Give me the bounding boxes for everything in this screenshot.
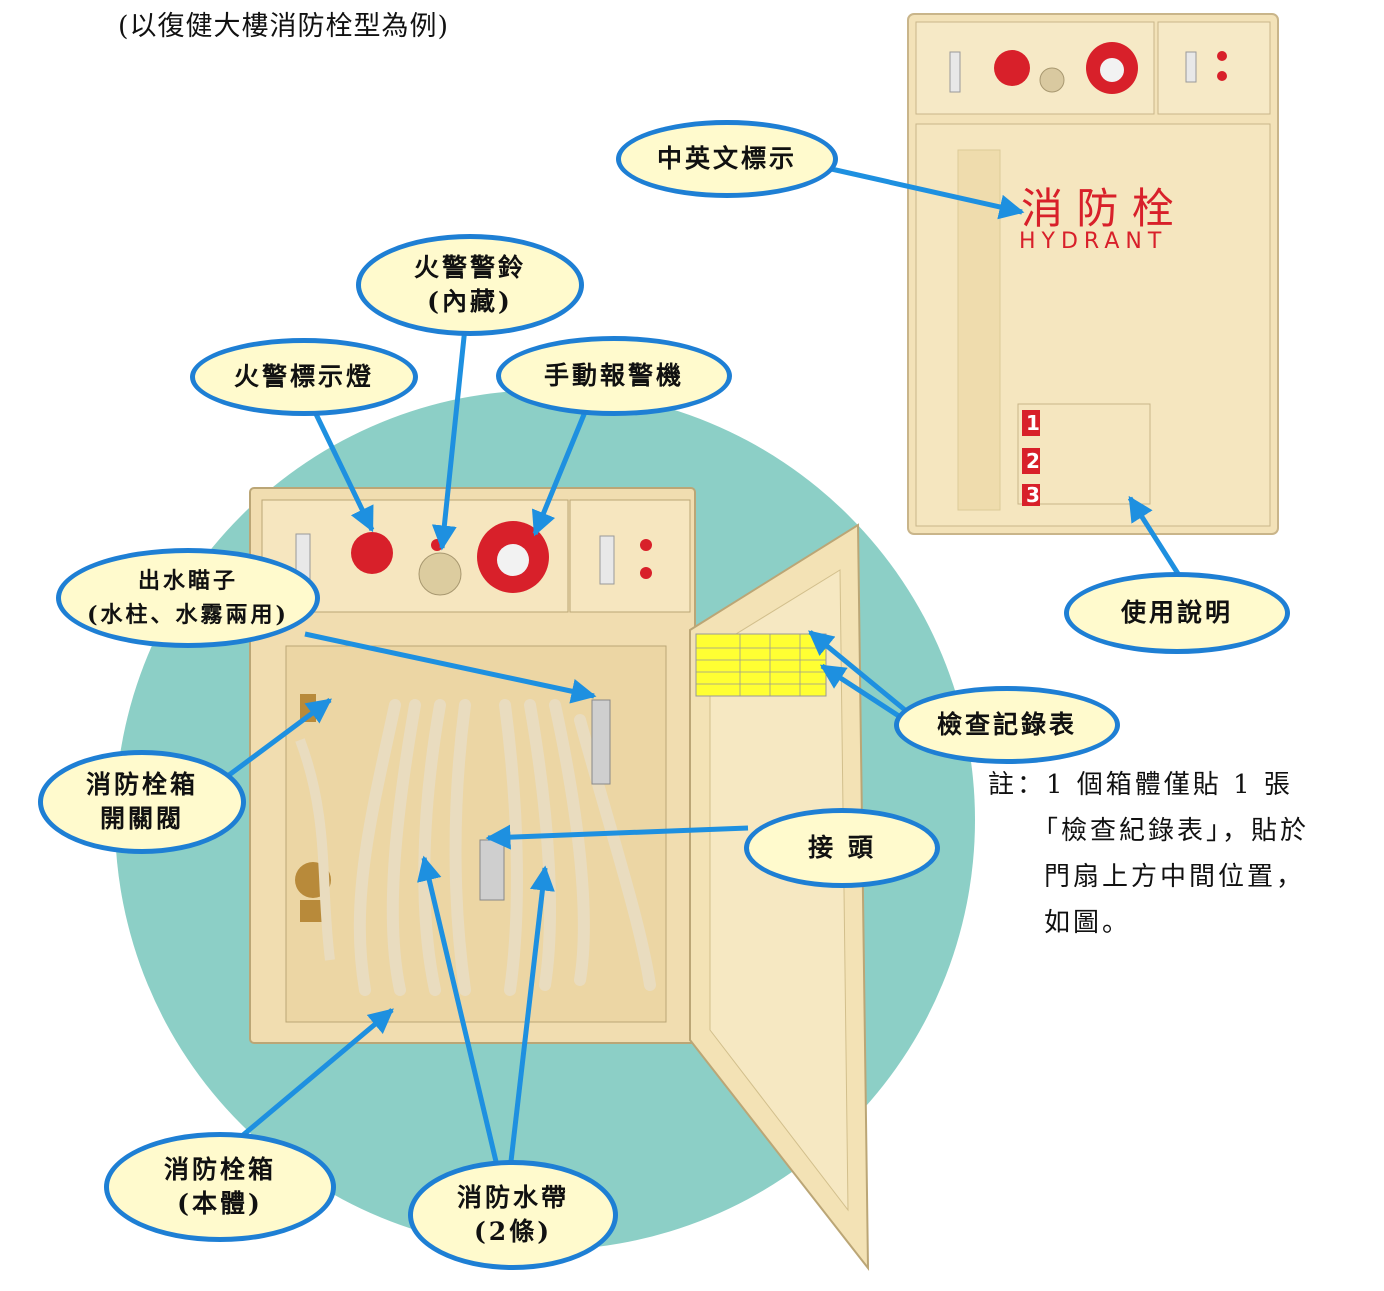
hydrant-chinese-sign: 消 防 栓	[1021, 184, 1174, 233]
arrow-nozzle	[304, 631, 597, 704]
page-title: (以復健大樓消防栓型為例)	[118, 11, 450, 42]
arrow-sign	[817, 163, 1025, 220]
callout-inspection-record: 檢查記錄表	[894, 686, 1120, 764]
callout-label: 火警標示燈	[233, 362, 374, 391]
callout-label: 接 頭	[808, 833, 876, 862]
callout-cabinet-body: 消防栓箱 (本體)	[104, 1132, 336, 1242]
arrow-alarm	[531, 411, 588, 537]
callout-coupling: 接 頭	[744, 808, 940, 888]
arrow-record-1	[819, 663, 907, 723]
callout-label: 手動報警機	[543, 361, 684, 390]
callout-fire-bell: 火警警鈴 (內藏)	[356, 234, 584, 336]
note-line-1: 註：1 個箱體僅貼 1 張	[988, 770, 1293, 800]
hydrant-english-sign: HYDRANT	[1019, 229, 1167, 254]
arrow-record-2	[808, 630, 907, 712]
inspection-record-sheet	[695, 633, 827, 697]
callout-chinese-english-sign: 中英文標示	[616, 120, 838, 198]
callout-label: 火警警鈴	[413, 253, 526, 282]
callout-fire-hose: 消防水帶 (2條)	[408, 1160, 618, 1270]
note-line-2: 「檢查紀錄表」，貼於	[1032, 816, 1310, 846]
arrow-hose-1	[417, 855, 501, 1171]
callout-label: 消防栓箱	[85, 770, 198, 799]
callout-manual-alarm: 手動報警機	[496, 336, 732, 416]
arrow-valve	[223, 697, 333, 781]
callout-sublabel: (內藏)	[427, 287, 513, 316]
instruction-step-1: 1	[1026, 411, 1040, 435]
note-line-4: 如圖。	[1044, 908, 1132, 938]
callout-sublabel: (本體)	[177, 1189, 263, 1218]
note-text: 註：1 個箱體僅貼 1 張 「檢查紀錄表」，貼於 門扇上方中間位置， 如圖。	[988, 762, 1368, 946]
callout-label: 中英文標示	[656, 144, 797, 173]
instruction-step-3: 3	[1026, 483, 1040, 507]
instruction-step-2: 2	[1026, 449, 1040, 473]
callout-sublabel: (水柱、水霧兩用)	[87, 602, 289, 628]
note-line-3: 門扇上方中間位置，	[1044, 862, 1306, 892]
callout-label: 消防水帶	[456, 1183, 569, 1212]
callout-label: 使用說明	[1120, 598, 1233, 627]
arrow-coupling	[485, 824, 749, 850]
arrow-light	[312, 410, 375, 533]
open-cabinet	[249, 487, 870, 1271]
callout-usage-instructions: 使用說明	[1064, 572, 1290, 654]
callout-label: 出水瞄子	[137, 568, 238, 594]
arrow-hose-2	[507, 865, 555, 1171]
arrow-body	[228, 1008, 394, 1148]
callout-cabinet-valve: 消防栓箱 開關閥	[38, 750, 246, 854]
callout-label: 檢查記錄表	[936, 710, 1077, 739]
callout-fire-indicator-light: 火警標示燈	[190, 338, 418, 416]
callout-label: 消防栓箱	[163, 1155, 276, 1184]
callout-sublabel: (2條)	[473, 1217, 553, 1246]
closed-cabinet	[907, 13, 1279, 535]
callout-sublabel: 開關閥	[99, 804, 184, 833]
arrow-bell	[431, 317, 469, 551]
callout-nozzle: 出水瞄子 (水柱、水霧兩用)	[56, 548, 320, 648]
arrow-instructions	[1127, 495, 1185, 582]
